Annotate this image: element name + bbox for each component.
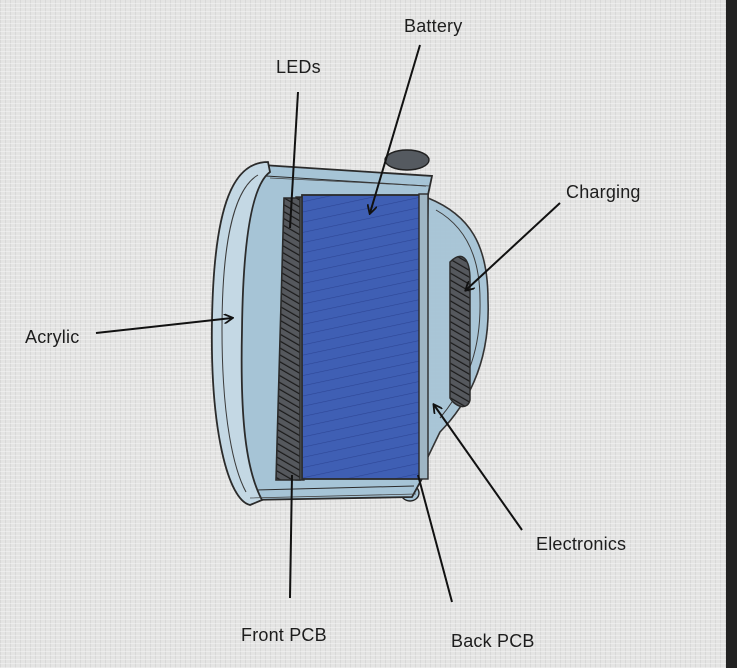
label-back-pcb: Back PCB bbox=[451, 631, 535, 652]
back-pcb-board bbox=[419, 194, 428, 479]
label-electronics: Electronics bbox=[536, 534, 626, 555]
electronics-leader bbox=[434, 405, 522, 530]
label-leds: LEDs bbox=[276, 57, 321, 78]
battery-cell bbox=[302, 195, 420, 479]
top-screw-bump bbox=[385, 150, 429, 170]
label-front-pcb: Front PCB bbox=[241, 625, 327, 646]
charging-port bbox=[450, 256, 470, 406]
back-pcb-leader bbox=[418, 475, 452, 602]
label-charging: Charging bbox=[566, 182, 641, 203]
label-acrylic: Acrylic bbox=[25, 327, 79, 348]
label-battery: Battery bbox=[404, 16, 462, 37]
